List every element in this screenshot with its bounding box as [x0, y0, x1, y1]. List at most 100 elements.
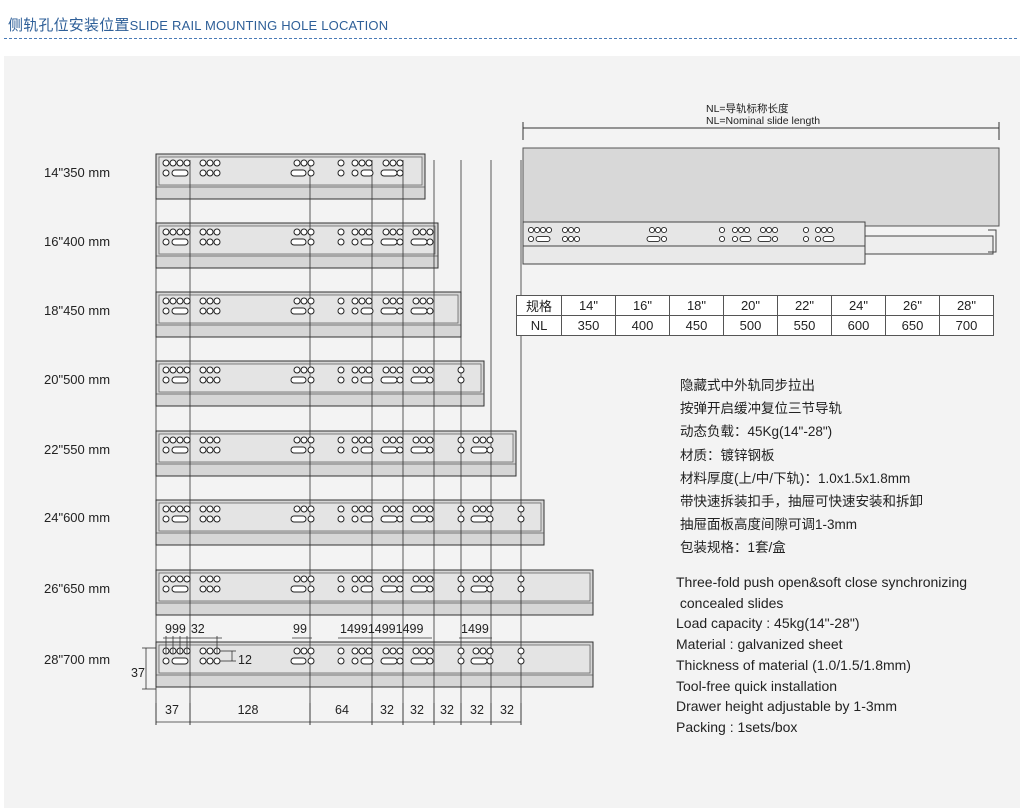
mounting-hole	[307, 515, 315, 523]
mounting-hole	[426, 647, 434, 655]
mounting-hole	[206, 505, 214, 513]
mounting-hole	[486, 657, 494, 665]
mounting-hole	[351, 159, 359, 167]
mounting-slot	[470, 515, 488, 523]
mounting-hole	[351, 515, 359, 523]
mounting-hole	[183, 159, 191, 167]
mounting-hole	[199, 366, 207, 374]
side-hole	[545, 226, 553, 234]
rail-label: 14"350 mm	[44, 165, 110, 180]
mounting-hole	[426, 585, 434, 593]
mounting-slot	[360, 446, 374, 454]
mounting-hole	[412, 366, 420, 374]
mounting-slot	[380, 657, 398, 665]
mounting-hole	[486, 446, 494, 454]
mounting-slot	[171, 585, 189, 593]
mounting-hole	[365, 366, 373, 374]
table-row: 规格 14" 16" 18" 20" 22" 24" 26" 28"	[516, 295, 994, 316]
mounting-hole	[419, 575, 427, 583]
rail-label: 18"450 mm	[44, 303, 110, 318]
mounting-hole	[472, 436, 480, 444]
mounting-hole	[396, 238, 404, 246]
mounting-slot	[360, 169, 374, 177]
mounting-hole	[300, 297, 308, 305]
mounting-hole	[307, 446, 315, 454]
table-cell: 400	[615, 315, 670, 336]
mounting-hole	[337, 585, 345, 593]
mounting-hole	[199, 376, 207, 384]
holes-layer	[162, 159, 525, 665]
spec-line: Tool-free quick installation	[676, 677, 838, 694]
rail-label: 22"550 mm	[44, 442, 110, 457]
mounting-hole	[213, 228, 221, 236]
mounting-hole	[293, 297, 301, 305]
top-dim: 14	[396, 622, 410, 636]
side-slot	[535, 235, 551, 243]
side-hole	[527, 226, 535, 234]
mounting-hole	[396, 515, 404, 523]
top-dim: 9	[361, 622, 368, 636]
mounting-hole	[486, 647, 494, 655]
bottom-dim: 128	[238, 703, 259, 717]
mounting-hole	[517, 515, 525, 523]
mounting-hole	[337, 647, 345, 655]
side-hole	[814, 226, 822, 234]
side-hole	[814, 235, 822, 243]
mounting-hole	[351, 657, 359, 665]
mounting-hole	[183, 575, 191, 583]
bottom-dim: 32	[500, 703, 514, 717]
mounting-hole	[176, 436, 184, 444]
mounting-hole	[183, 297, 191, 305]
spec-line: Load capacity : 45kg(14"-28")	[676, 615, 860, 632]
mounting-hole	[358, 228, 366, 236]
mounting-hole	[351, 169, 359, 177]
table-cell: 24"	[831, 295, 886, 316]
mounting-hole	[213, 575, 221, 583]
mounting-hole	[206, 376, 214, 384]
side-hole	[648, 226, 656, 234]
table-cell: 500	[723, 315, 778, 336]
mounting-hole	[206, 575, 214, 583]
mounting-hole	[426, 575, 434, 583]
mounting-hole	[365, 228, 373, 236]
mounting-hole	[169, 159, 177, 167]
mounting-hole	[206, 647, 214, 655]
mounting-hole	[199, 297, 207, 305]
mounting-hole	[337, 238, 345, 246]
mounting-hole	[300, 436, 308, 444]
side-hole	[660, 226, 668, 234]
mounting-slot	[380, 238, 398, 246]
mounting-hole	[307, 307, 315, 315]
mounting-hole	[358, 436, 366, 444]
mounting-slot	[290, 446, 307, 454]
mounting-hole	[337, 376, 345, 384]
mounting-hole	[457, 366, 465, 374]
mounting-hole	[479, 436, 487, 444]
mounting-hole	[162, 446, 170, 454]
mounting-slot	[380, 307, 398, 315]
bottom-dim: 32	[380, 703, 394, 717]
spec-line: 材料厚度(上/中/下轨)：1.0x1.5x1.8mm	[680, 470, 911, 486]
mounting-hole	[396, 657, 404, 665]
mounting-hole	[293, 366, 301, 374]
side-hole	[765, 226, 773, 234]
mounting-hole	[307, 585, 315, 593]
table-cell: 20"	[723, 295, 778, 316]
mounting-hole	[382, 159, 390, 167]
top-dim: 14	[340, 622, 354, 636]
mounting-slot	[290, 657, 307, 665]
mounting-slot	[171, 657, 189, 665]
mounting-hole	[162, 238, 170, 246]
mounting-hole	[337, 575, 345, 583]
mounting-hole	[176, 366, 184, 374]
mounting-hole	[206, 446, 214, 454]
mounting-hole	[426, 376, 434, 384]
slide-rail	[522, 221, 866, 247]
mounting-slot	[380, 169, 398, 177]
mounting-hole	[351, 228, 359, 236]
side-slot	[739, 235, 752, 243]
mounting-hole	[169, 228, 177, 236]
table-cell: 18"	[669, 295, 724, 316]
mounting-hole	[162, 585, 170, 593]
page-header: 侧轨孔位安装位置SLIDE RAIL MOUNTING HOLE LOCATIO…	[8, 14, 388, 35]
